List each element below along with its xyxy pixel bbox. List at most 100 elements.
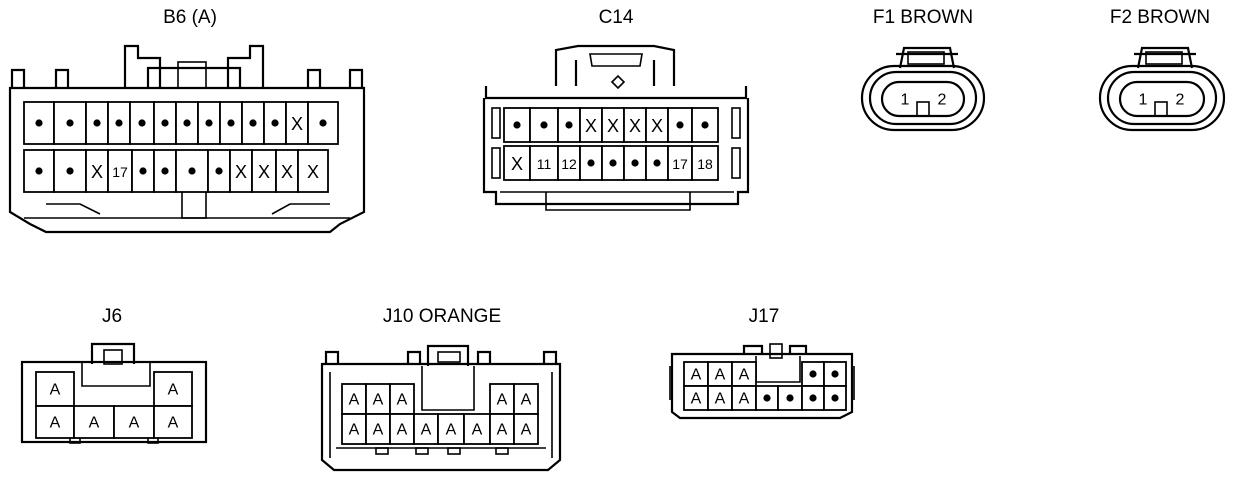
c14-pin-label: X <box>511 154 523 174</box>
j17-pin-dot <box>809 370 817 378</box>
j6-pin-label: A <box>50 415 61 432</box>
f2-connector: 1 2 <box>1098 46 1226 132</box>
c14-pin-dot <box>609 159 617 167</box>
j6-pin-label: A <box>168 415 179 432</box>
j10-pin-label: A <box>472 422 483 439</box>
j10-pin-label: A <box>521 392 532 409</box>
b6-pin-dot <box>205 119 213 127</box>
f1-connector: 1 2 <box>860 46 986 132</box>
f1-pin-1: 1 <box>901 92 910 109</box>
c14-row1-cell <box>691 107 719 143</box>
f2-pin-1: 1 <box>1139 92 1148 109</box>
j10-row2-cell <box>365 413 391 445</box>
b6-row2-cell <box>297 149 329 193</box>
b6-pin-label: X <box>258 162 270 182</box>
b6-pin-label: X <box>91 162 103 182</box>
c14-row2-cell <box>503 145 531 181</box>
b6-row1-cell <box>307 101 339 145</box>
j17-pin-label: A <box>691 391 702 408</box>
b6-pin-dot <box>188 167 196 175</box>
c14-row2-cell <box>691 145 719 181</box>
b6-pin-dot <box>139 167 147 175</box>
f2-pin-2: 2 <box>1176 92 1185 109</box>
j10-row2-cell <box>463 413 491 445</box>
b6-pin-dot <box>138 119 146 127</box>
j10-pin-label: A <box>373 392 384 409</box>
j17-row2-cell <box>731 385 757 411</box>
j17-title: J17 <box>749 306 780 327</box>
j6-pin-label: A <box>89 415 100 432</box>
b6-pin-dot <box>249 119 257 127</box>
b6-pin-dot <box>66 167 74 175</box>
c14-pin-dot <box>631 159 639 167</box>
c14-pin-dot <box>565 121 573 129</box>
j6-pin-label: A <box>129 415 140 432</box>
c14-pin-dot <box>513 121 521 129</box>
f1-title: F1 BROWN <box>873 7 973 28</box>
c14-pin-label: 17 <box>672 156 688 172</box>
b6-pin-dot <box>215 167 223 175</box>
b6-pin-dot <box>271 119 279 127</box>
b6-pin-dot <box>227 119 235 127</box>
j17-pin-dot <box>763 394 771 402</box>
j10-pin-label: A <box>397 392 408 409</box>
j10-pin-label: A <box>349 392 360 409</box>
c14-pin-label: X <box>607 116 619 136</box>
j10-title: J10 ORANGE <box>383 306 501 327</box>
b6-row2-cell <box>251 149 277 193</box>
c14-pin-dot <box>701 121 709 129</box>
c14-pin-label: 11 <box>537 156 552 172</box>
j10-pin-label: A <box>349 422 360 439</box>
b6-pin-label: X <box>235 162 247 182</box>
j10-row2-cell <box>513 413 539 445</box>
j10-pin-label: A <box>497 392 508 409</box>
b6-pin-dot <box>183 119 191 127</box>
c14-pin-dot <box>676 121 684 129</box>
b6-title: B6 (A) <box>163 7 217 28</box>
j17-pin-label: A <box>691 367 702 384</box>
b6-row2-cell <box>107 149 133 193</box>
j6-pin-label: A <box>168 382 179 399</box>
j17-pin-dot <box>809 394 817 402</box>
c14-pin-label: X <box>585 116 597 136</box>
j17-pin-dot <box>786 394 794 402</box>
j6-row1-cell <box>153 371 193 407</box>
b6-pin-dot <box>93 119 101 127</box>
j17-pin-dot <box>831 370 839 378</box>
j10-pin-label: A <box>521 422 532 439</box>
b6-pin-dot <box>35 119 43 127</box>
j17-pin-dot <box>831 394 839 402</box>
j17-pin-label: A <box>739 391 750 408</box>
b6-pin-dot <box>161 167 169 175</box>
f1-pin-2: 2 <box>938 92 947 109</box>
j10-row2-cell <box>437 413 465 445</box>
j17-pin-label: A <box>715 391 726 408</box>
c14-pin-label: 12 <box>561 156 577 172</box>
j10-pin-label: A <box>421 422 432 439</box>
j10-pin-label: A <box>497 422 508 439</box>
c14-pin-dot <box>653 159 661 167</box>
j6-row2-cell <box>35 405 75 439</box>
c14-title: C14 <box>599 7 634 28</box>
j17-pin-label: A <box>739 367 750 384</box>
c14-pin-label: X <box>629 116 641 136</box>
b6-row1-cell <box>23 101 55 145</box>
b6-pin-dot <box>35 167 43 175</box>
b6-pin-dot <box>319 119 327 127</box>
j6-title: J6 <box>102 306 122 327</box>
j6-pin-label: A <box>50 382 61 399</box>
b6-pin-label: X <box>281 162 293 182</box>
j17-pin-label: A <box>715 367 726 384</box>
j10-pin-label: A <box>397 422 408 439</box>
c14-pin-dot <box>587 159 595 167</box>
j10-pin-label: A <box>446 422 457 439</box>
j10-pin-label: A <box>373 422 384 439</box>
j17-row1-cell <box>683 361 709 387</box>
j17-row1-cell <box>731 361 757 387</box>
